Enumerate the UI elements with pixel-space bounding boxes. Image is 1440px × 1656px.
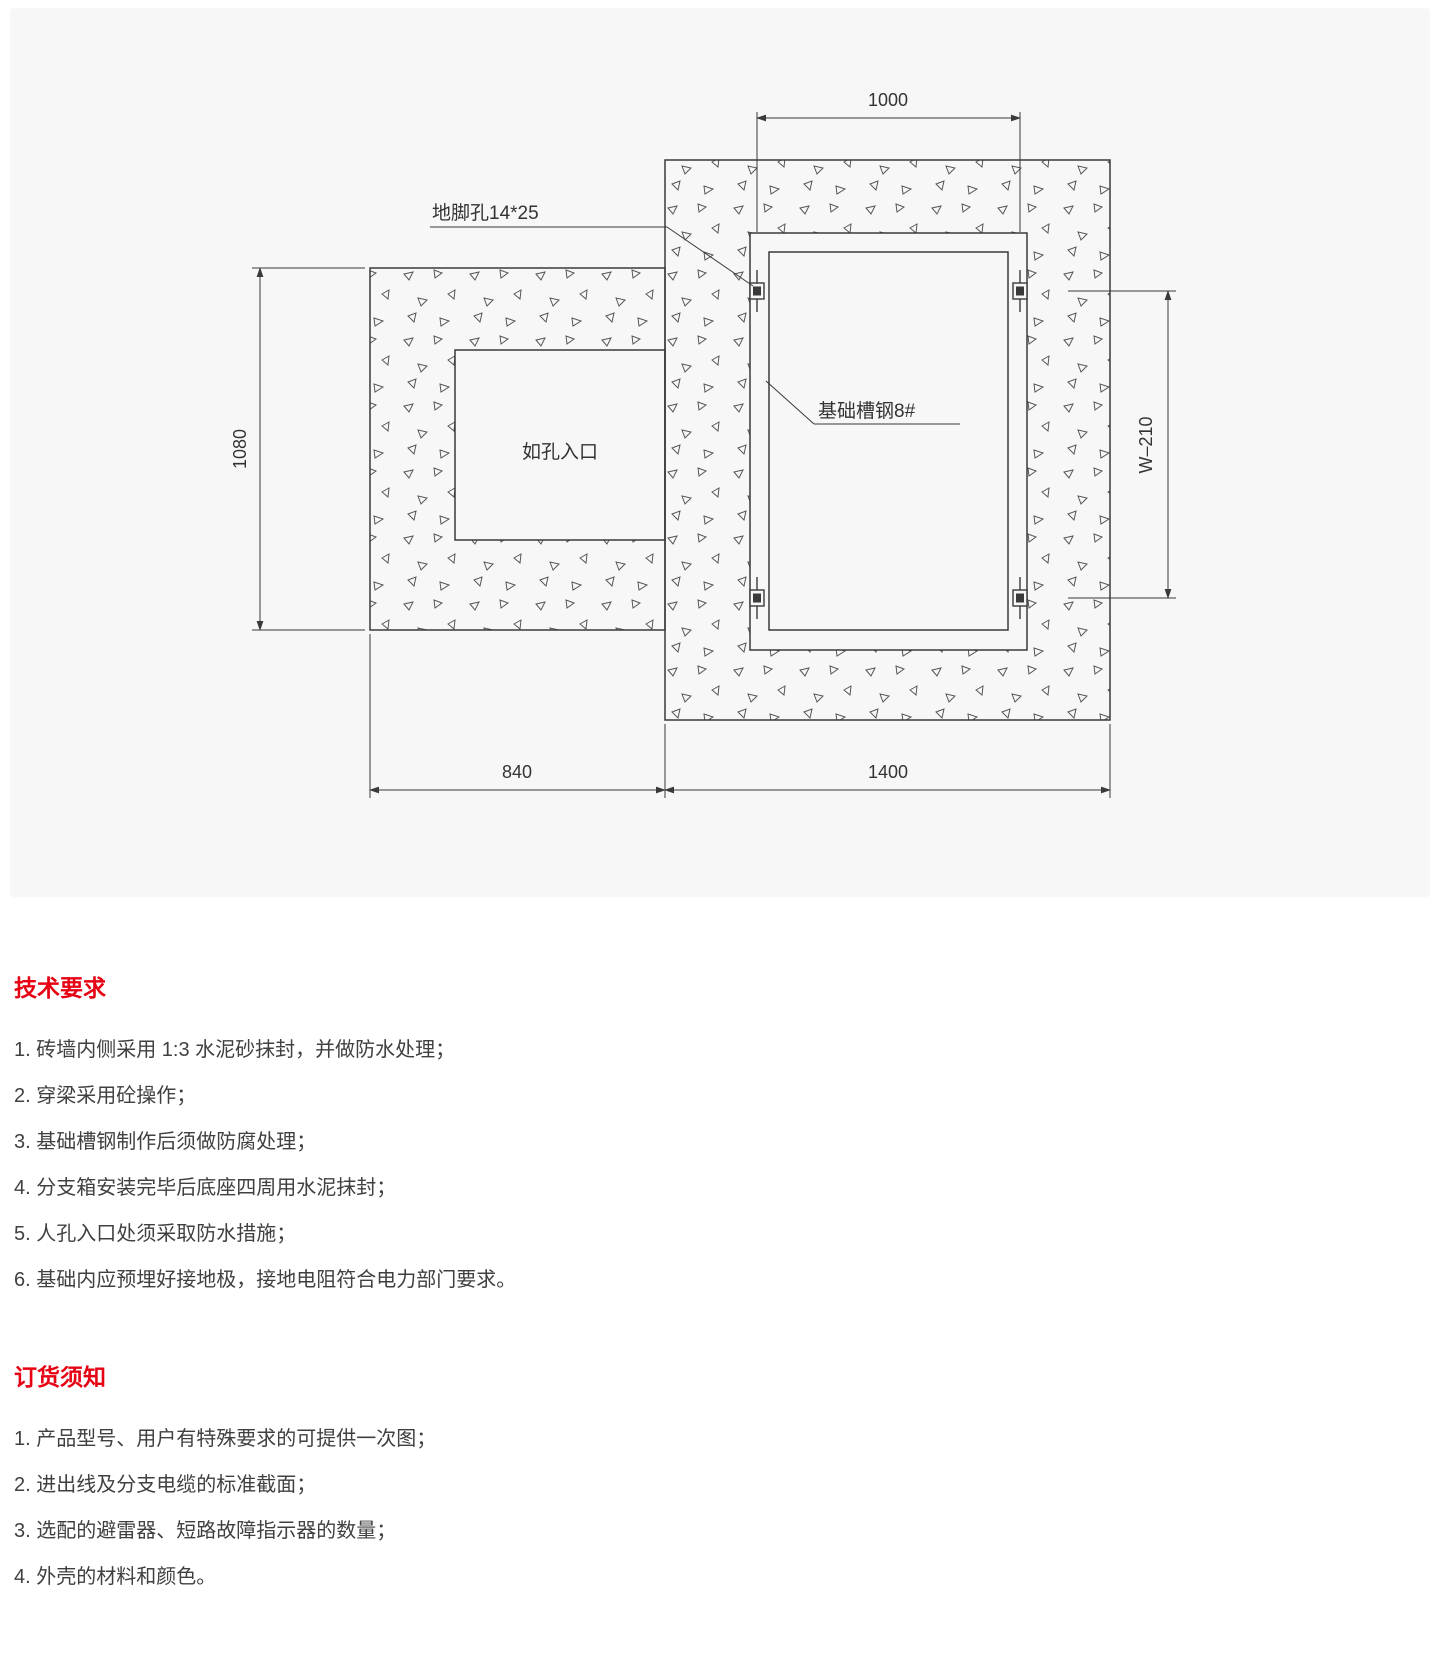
section-ordering-notes: 订货须知 1. 产品型号、用户有特殊要求的可提供一次图； 2. 进出线及分支电缆…: [14, 1358, 1426, 1591]
concrete-hatch: [370, 160, 1110, 720]
channel-steel-label: 基础槽钢8#: [818, 400, 916, 422]
dim-bottom-left-value: 840: [502, 762, 532, 782]
dimension-bottom: 840 1400: [369, 634, 1111, 798]
section-technical-requirements: 技术要求 1. 砖墙内侧采用 1:3 水泥砂抹封，并做防水处理； 2. 穿梁采用…: [14, 969, 1426, 1294]
tech-note-1: 1. 砖墙内侧采用 1:3 水泥砂抹封，并做防水处理；: [14, 1039, 456, 1061]
order-note-4: 4. 外壳的材料和颜色。: [14, 1566, 217, 1588]
notes-content: 技术要求 1. 砖墙内侧采用 1:3 水泥砂抹封，并做防水处理； 2. 穿梁采用…: [0, 969, 1440, 1656]
anchor-bolt-top-left: [749, 270, 765, 312]
dim-top-value: 1000: [868, 90, 908, 110]
dim-left-value: 1080: [230, 429, 250, 469]
anchor-hole-label: 地脚孔14*25: [432, 202, 539, 224]
tech-note-6: 6. 基础内应预埋好接地极，接地电阻符合电力部门要求。: [14, 1269, 517, 1291]
order-note-3: 3. 选配的避雷器、短路故障指示器的数量；: [14, 1520, 397, 1542]
dim-right-value: W–210: [1136, 416, 1156, 473]
foundation-plan-panel: 如孔入口: [230, 90, 1176, 798]
manhole-entrance-label: 如孔入口: [522, 441, 598, 463]
dimension-left: 1080: [230, 267, 365, 631]
tech-note-5: 5. 人孔入口处须采取防水措施；: [14, 1223, 297, 1245]
ordering-notes-heading: 订货须知: [14, 1364, 106, 1390]
tech-note-4: 4. 分支箱安装完毕后底座四周用水泥抹封；: [14, 1177, 397, 1199]
anchor-bolt-bottom-left: [749, 577, 765, 619]
technical-requirements-heading: 技术要求: [14, 975, 106, 1001]
manhole-entrance-box: 如孔入口: [454, 349, 666, 541]
anchor-bolt-bottom-right: [1012, 577, 1028, 619]
channel-steel-frame: [749, 232, 1028, 651]
dim-bottom-right-value: 1400: [868, 762, 908, 782]
tech-note-3: 3. 基础槽钢制作后须做防腐处理；: [14, 1131, 317, 1153]
order-note-2: 2. 进出线及分支电缆的标准截面；: [14, 1474, 317, 1496]
foundation-plan-drawing: 如孔入口: [230, 90, 1176, 798]
leader-anchor-hole: 地脚孔14*25: [430, 202, 754, 287]
tech-note-2: 2. 穿梁采用砼操作；: [14, 1085, 197, 1107]
anchor-bolt-top-right: [1012, 270, 1028, 312]
dimension-top: 1000: [756, 90, 1021, 232]
leader-channel-steel: 基础槽钢8#: [765, 380, 960, 425]
order-note-1: 1. 产品型号、用户有特殊要求的可提供一次图；: [14, 1428, 437, 1450]
anchor-bolts: [749, 270, 1028, 619]
dimension-right: W–210: [1068, 290, 1176, 599]
